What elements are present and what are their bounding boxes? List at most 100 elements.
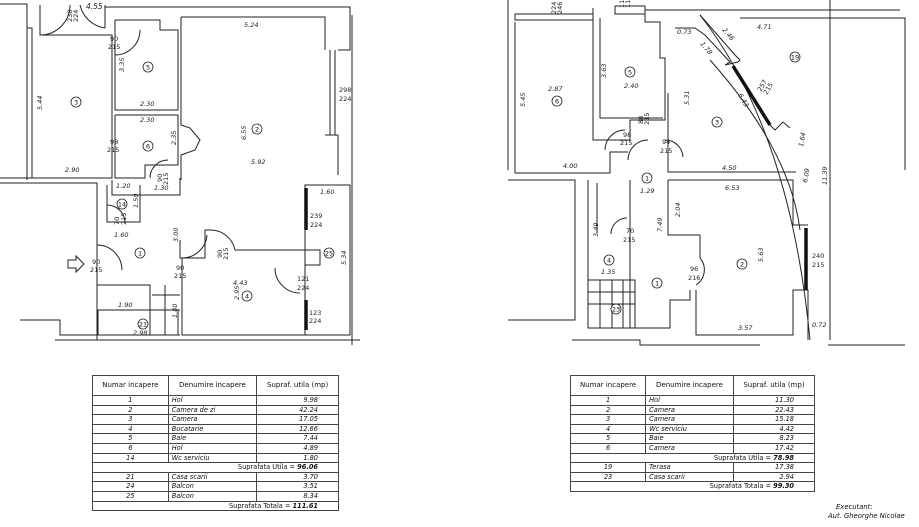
room-number: 5 (92, 433, 169, 444)
room-number-marker: 5 (142, 61, 154, 73)
subtotal-row-label: Suprafata Utila = (713, 453, 774, 462)
room-name: Balcon (167, 481, 258, 492)
svg-text:3.00: 3.00 (172, 228, 180, 242)
room-name: Hol (167, 442, 258, 454)
svg-text:246: 246 (556, 2, 564, 14)
subtotal-row: Suprafata Utila = 96.06 (92, 462, 339, 473)
svg-text:70: 70 (626, 227, 634, 235)
room-number: 2 (569, 404, 647, 416)
svg-text:4.55: 4.55 (86, 2, 103, 11)
room-number: 1 (92, 395, 169, 406)
header-room-name: Denumire incapere (167, 375, 258, 396)
executant-name: Aut. Gheorghe Nicolae (828, 512, 905, 520)
svg-text:96: 96 (690, 265, 698, 273)
executant-label: Executant: (836, 503, 873, 511)
room-area: 4.42 (732, 423, 816, 435)
svg-text:1.64: 1.64 (797, 132, 807, 148)
room-name: Balcon (167, 490, 258, 502)
svg-text:1.50: 1.50 (132, 194, 140, 208)
svg-text:3: 3 (74, 98, 78, 106)
room-area: 17.05 (256, 414, 339, 425)
svg-text:1: 1 (645, 174, 649, 182)
room-name: Baie (645, 433, 734, 444)
svg-text:4.43: 4.43 (233, 279, 247, 287)
room-number-marker: 14 (116, 198, 128, 210)
right-plan-door-labels: 257 215 88 215 98 215 94 215 70 215 96 2… (550, 0, 824, 282)
svg-text:110: 110 (624, 0, 632, 8)
room-area: 4.89 (256, 442, 339, 454)
svg-text:5.63: 5.63 (757, 248, 765, 262)
room-name: Camera (645, 414, 734, 425)
svg-text:2.35: 2.35 (170, 131, 178, 145)
right-plan-dimensions: 0.73 1.78 2.46 4.71 3.63 2.40 2.87 5.45 … (519, 23, 829, 332)
room-number-marker: 25 (323, 247, 335, 259)
svg-text:238: 238 (66, 10, 74, 22)
room-name: Hol (645, 395, 734, 406)
room-area: 2.94 (732, 471, 816, 483)
svg-text:94: 94 (662, 138, 670, 146)
svg-text:5: 5 (628, 68, 632, 76)
svg-text:1.60: 1.60 (114, 231, 128, 239)
executant-block: Executant: Aut. Gheorghe Nicolae (828, 503, 905, 521)
subtotal-row-value: 78.98 (773, 453, 794, 462)
svg-text:25: 25 (325, 249, 333, 257)
room-area: 3.70 (256, 471, 339, 483)
left-plan-dimensions: 4.55 5.24 3.35 2.30 2.30 5.44 2.35 2.90 … (36, 1, 348, 337)
svg-text:19: 19 (791, 53, 799, 61)
room-number: 4 (569, 423, 647, 435)
svg-text:215: 215 (620, 139, 632, 147)
svg-text:2.90: 2.90 (65, 166, 79, 174)
svg-text:4.50: 4.50 (722, 164, 736, 172)
svg-text:215: 215 (222, 248, 230, 260)
total-row-value: 99.30 (773, 482, 794, 491)
svg-text:6: 6 (146, 142, 150, 150)
room-area: 8.23 (732, 433, 816, 444)
svg-text:90: 90 (92, 258, 100, 266)
svg-text:4.00: 4.00 (563, 162, 577, 170)
svg-text:215: 215 (643, 113, 651, 125)
room-number: 6 (569, 442, 647, 454)
room-number-marker: 2 (736, 258, 748, 270)
room-number-marker: 1 (641, 172, 653, 184)
room-name: Bucatarie (167, 423, 258, 435)
svg-text:215: 215 (90, 266, 102, 274)
room-area: 1.80 (256, 452, 339, 464)
left-plan-room-numbers: 3 5 6 2 14 1 4 25 21 (70, 61, 335, 330)
svg-text:90: 90 (176, 264, 184, 272)
svg-text:1.30: 1.30 (154, 184, 168, 192)
room-number: 5 (569, 433, 647, 444)
svg-text:3.57: 3.57 (738, 324, 753, 332)
room-number-marker: 1 (134, 247, 146, 259)
svg-text:2.46: 2.46 (720, 26, 735, 42)
room-area: 15.18 (732, 414, 816, 425)
room-number: 24 (92, 481, 169, 492)
svg-text:5.45: 5.45 (519, 93, 527, 107)
svg-text:215: 215 (660, 147, 672, 155)
room-number-marker: 4 (241, 290, 253, 302)
svg-text:239: 239 (310, 212, 322, 220)
svg-text:224: 224 (309, 317, 321, 325)
svg-text:5.24: 5.24 (244, 21, 258, 29)
svg-text:1: 1 (655, 279, 659, 287)
header-room-name: Denumire incapere (645, 375, 734, 396)
left-plan-walls (0, 3, 360, 345)
svg-text:6: 6 (555, 97, 559, 105)
svg-text:2.87: 2.87 (548, 85, 563, 93)
svg-text:2.30: 2.30 (140, 116, 154, 124)
room-number: 3 (92, 414, 169, 425)
room-number-marker: 1 (651, 277, 663, 289)
total-row-value: 111.61 (292, 501, 318, 510)
svg-text:1.29: 1.29 (640, 187, 654, 195)
svg-text:70: 70 (113, 217, 121, 225)
svg-text:224: 224 (550, 2, 558, 14)
room-area: 22.43 (732, 404, 816, 416)
